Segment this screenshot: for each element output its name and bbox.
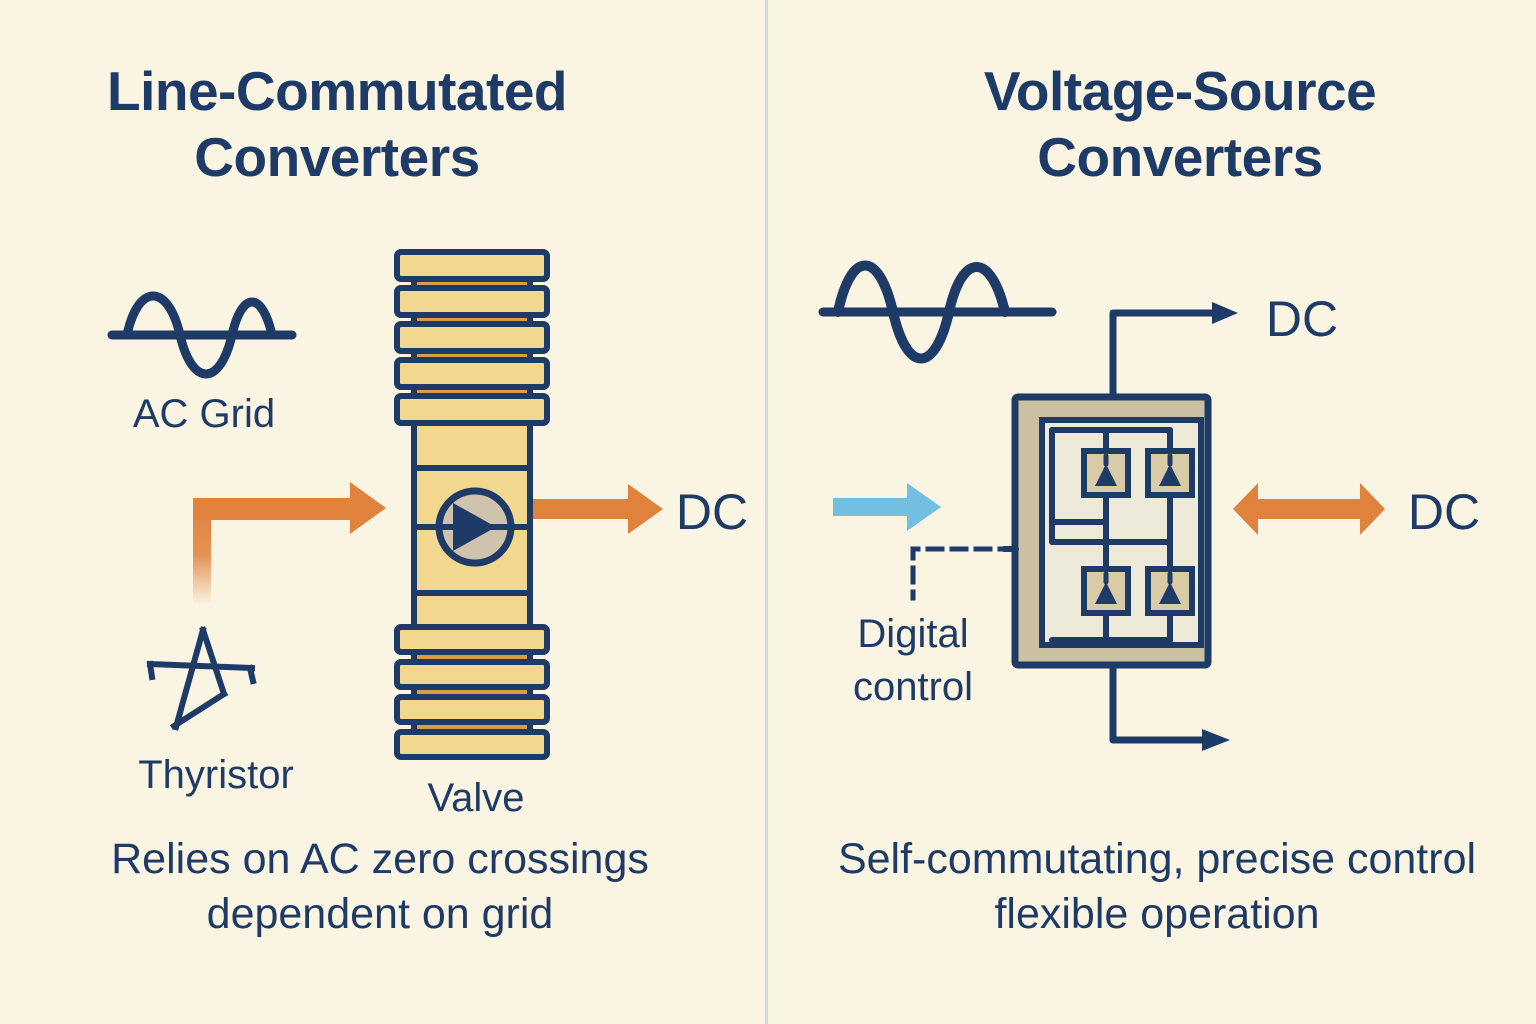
right-title: Voltage-Source Converters (983, 58, 1377, 190)
igbt-cell (1145, 566, 1195, 616)
left-title: Line-Commutated Converters (107, 58, 568, 190)
left-title-line2: Converters (194, 126, 480, 188)
digital-control-label: Digital control (853, 608, 973, 714)
dashed-control-line (910, 546, 1017, 601)
right-title-line1: Voltage-Source (983, 60, 1377, 122)
ac-grid-label: AC Grid (132, 392, 276, 436)
thyristor-pylon-icon (146, 626, 257, 731)
thyristor-symbol-triangle (453, 503, 496, 551)
digital-control-line1: Digital (857, 612, 969, 656)
digital-control-line2: control (852, 665, 974, 709)
right-dc-side-label: DC (1407, 484, 1481, 540)
right-dc-top-label: DC (1265, 291, 1339, 347)
ac-sine-wave-icon-right (818, 260, 1057, 364)
igbt-cell (1081, 448, 1131, 498)
valve-label: Valve (427, 776, 525, 820)
thyristor-label: Thyristor (138, 753, 294, 797)
dc-top-arrow (1109, 302, 1238, 432)
left-caption-line1: Relies on AC zero crossings (111, 835, 649, 883)
blue-control-arrow (833, 483, 941, 531)
orange-flow-arrow (193, 482, 386, 605)
right-caption-line1: Self-commutating, precise control (837, 835, 1477, 883)
orange-double-arrow (1233, 483, 1385, 535)
dc-bottom-arrow (1109, 636, 1230, 751)
right-title-line2: Converters (1037, 126, 1323, 188)
left-caption: Relies on AC zero crossings dependent on… (111, 832, 649, 942)
valve-tower-graphic (394, 249, 550, 760)
converter-box-graphic (1001, 393, 1212, 669)
right-caption: Self-commutating, precise control flexib… (838, 832, 1476, 942)
ac-sine-wave-icon (107, 291, 297, 379)
orange-dc-arrow (533, 484, 663, 534)
panel-divider (765, 0, 768, 1024)
left-title-line1: Line-Commutated (107, 60, 568, 122)
igbt-cell (1081, 566, 1131, 616)
left-dc-label: DC (675, 484, 749, 540)
right-caption-line2: flexible operation (994, 890, 1320, 938)
igbt-cell (1145, 448, 1195, 498)
left-caption-line2: dependent on grid (206, 890, 554, 938)
